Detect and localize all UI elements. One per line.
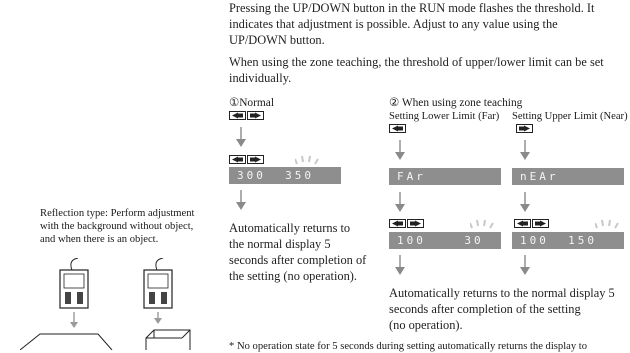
arrow-down-icon bbox=[395, 192, 405, 213]
reflection-caption: Reflection type: Perform adjustment with… bbox=[40, 207, 220, 246]
sensor-illustration bbox=[20, 258, 191, 350]
sensor-left-icon bbox=[59, 258, 89, 328]
zone-note-line-2: individually. bbox=[229, 71, 292, 85]
flash-icon bbox=[470, 219, 494, 229]
arrow-down-icon bbox=[236, 190, 246, 211]
zone-note-line-1: Automatically returns to the normal disp… bbox=[389, 286, 615, 300]
zone-note-line-1: When using the zone teaching, the thresh… bbox=[229, 55, 604, 69]
sensor-right-icon bbox=[143, 258, 173, 324]
intro-line-3: UP/DOWN button. bbox=[229, 33, 325, 47]
lower-limit-display: FAr bbox=[389, 168, 501, 185]
down-up-buttons-icon bbox=[229, 155, 264, 164]
normal-note-line-2: the normal display 5 bbox=[229, 237, 331, 251]
upper-limit-value-display: 100 150 bbox=[512, 232, 624, 249]
arrow-down-icon bbox=[520, 255, 530, 276]
zone-note-paragraph: When using the zone teaching, the thresh… bbox=[229, 54, 629, 86]
arrow-down-icon bbox=[395, 255, 405, 276]
lower-limit-value-display: 100 30 bbox=[389, 232, 501, 249]
zone-note-line-3: (no operation). bbox=[389, 318, 463, 332]
upper-limit-display: nEAr bbox=[512, 168, 624, 185]
zone-note-line-2: seconds after completion of the setting bbox=[389, 302, 581, 316]
normal-note: Automatically returns to the normal disp… bbox=[229, 220, 379, 284]
zone-heading: ② When using zone teaching bbox=[389, 97, 523, 109]
intro-line-2: indicates that adjustment is possible. A… bbox=[229, 17, 558, 31]
normal-note-line-3: seconds after completion of bbox=[229, 253, 367, 267]
down-up-buttons-icon bbox=[229, 111, 264, 120]
normal-note-line-4: the setting (no operation). bbox=[229, 269, 358, 283]
normal-heading: ①Normal bbox=[229, 97, 275, 109]
arrow-down-icon bbox=[236, 127, 246, 148]
intro-paragraph: Pressing the UP/DOWN button in the RUN m… bbox=[229, 0, 629, 48]
flash-icon bbox=[295, 155, 319, 165]
arrow-down-icon bbox=[520, 192, 530, 213]
reflection-caption-line-2: with the background without object, bbox=[40, 221, 194, 232]
down-up-buttons-icon bbox=[389, 219, 424, 228]
arrow-down-icon bbox=[395, 140, 405, 161]
reflection-caption-line-1: Reflection type: Perform adjustment bbox=[40, 208, 195, 219]
reflection-caption-line-3: and when there is an object. bbox=[40, 234, 159, 245]
down-button-icon bbox=[389, 124, 406, 133]
footnote: * No operation state for 5 seconds durin… bbox=[229, 341, 588, 352]
intro-line-1: Pressing the UP/DOWN button in the RUN m… bbox=[229, 1, 595, 15]
flash-icon bbox=[595, 219, 619, 229]
zone-note: Automatically returns to the normal disp… bbox=[389, 285, 629, 333]
normal-threshold-display: 300 350 bbox=[229, 167, 341, 184]
arrow-down-icon bbox=[520, 140, 530, 161]
up-button-icon bbox=[516, 124, 533, 133]
lower-limit-label: Setting Lower Limit (Far) bbox=[389, 111, 500, 122]
normal-note-line-1: Automatically returns to bbox=[229, 221, 351, 235]
down-up-buttons-icon bbox=[514, 219, 549, 228]
upper-limit-label: Setting Upper Limit (Near) bbox=[512, 111, 628, 122]
